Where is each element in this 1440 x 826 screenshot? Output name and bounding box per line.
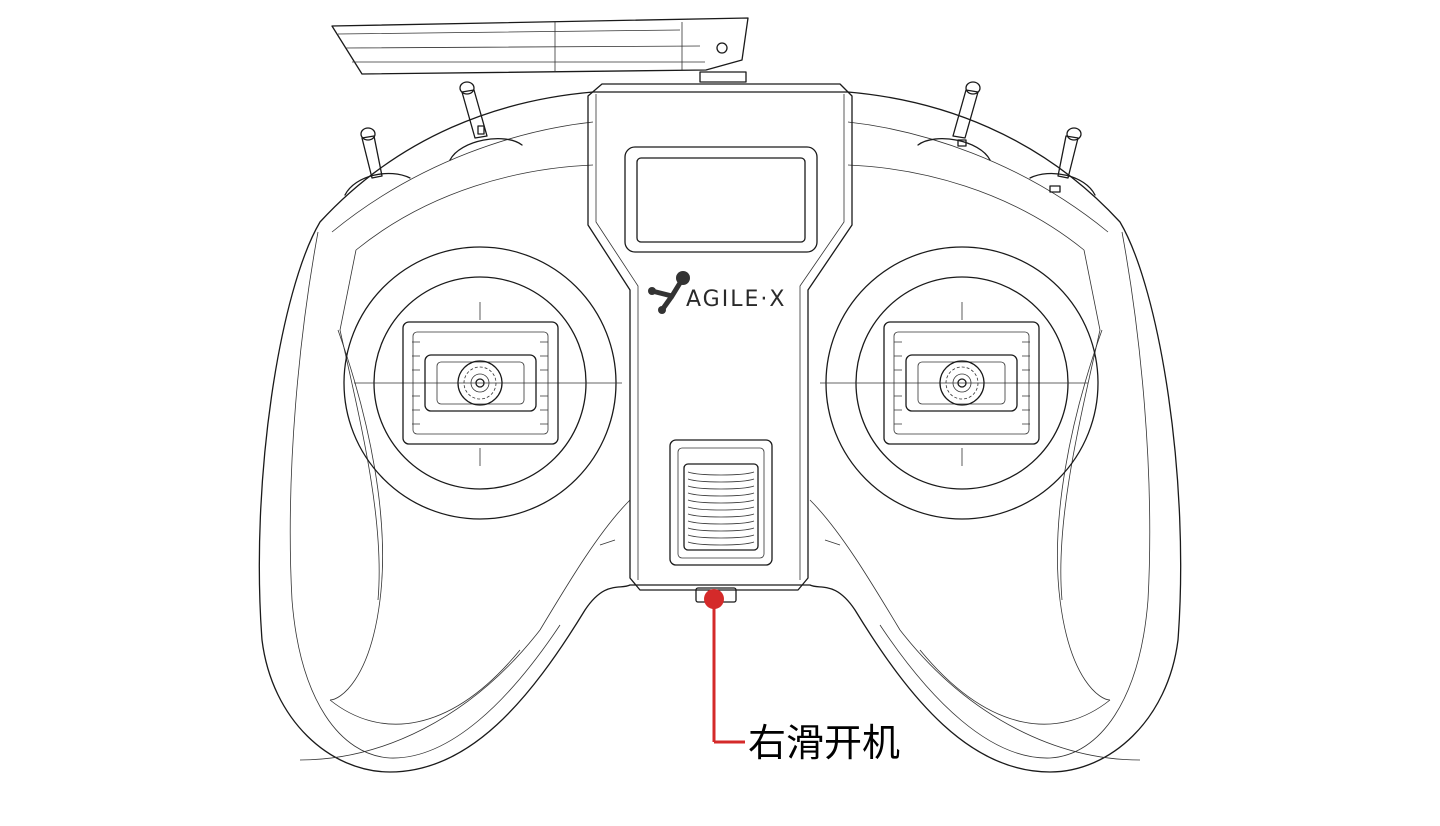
left-inner-toggle-switch[interactable]: [449, 81, 523, 161]
scroll-wheel-ridge: [687, 520, 755, 525]
logo-text: AGILE·X: [686, 287, 786, 312]
scroll-wheel-ridge: [687, 541, 755, 546]
center-scroll-wheel[interactable]: [669, 439, 773, 566]
scroll-wheel-ridge: [687, 499, 755, 504]
scroll-wheel-ridge: [687, 506, 755, 511]
right-stick-gear-icon: [939, 360, 985, 406]
left-stick-gear-icon: [457, 360, 503, 406]
lcd-screen: [624, 146, 818, 253]
left-stick-gimbal[interactable]: [343, 246, 622, 520]
callout-label: 右滑开机: [748, 721, 900, 765]
agile-x-logo: AGILE·X: [648, 271, 786, 314]
center-panel: [587, 83, 853, 591]
logo-mark-icon: [648, 271, 690, 314]
scroll-wheel-ridge: [687, 485, 755, 490]
callout-marker-dot: [704, 589, 724, 609]
power-switch-callout: 右滑开机: [704, 589, 900, 765]
right-stick-gimbal[interactable]: [820, 246, 1099, 520]
scroll-wheel-ridge: [687, 527, 755, 532]
controller-body: [258, 91, 1182, 773]
right-inner-toggle-switch[interactable]: [917, 81, 991, 161]
antenna: [331, 17, 749, 83]
scroll-wheel-ridge: [687, 513, 755, 518]
scroll-wheel-ridge: [687, 471, 755, 476]
scroll-wheel-ridge: [687, 534, 755, 539]
left-outer-toggle-switch[interactable]: [344, 127, 411, 196]
right-outer-toggle-switch[interactable]: [1029, 127, 1096, 196]
scroll-wheel-ridge: [687, 492, 755, 497]
scroll-wheel-ridge: [687, 478, 755, 483]
